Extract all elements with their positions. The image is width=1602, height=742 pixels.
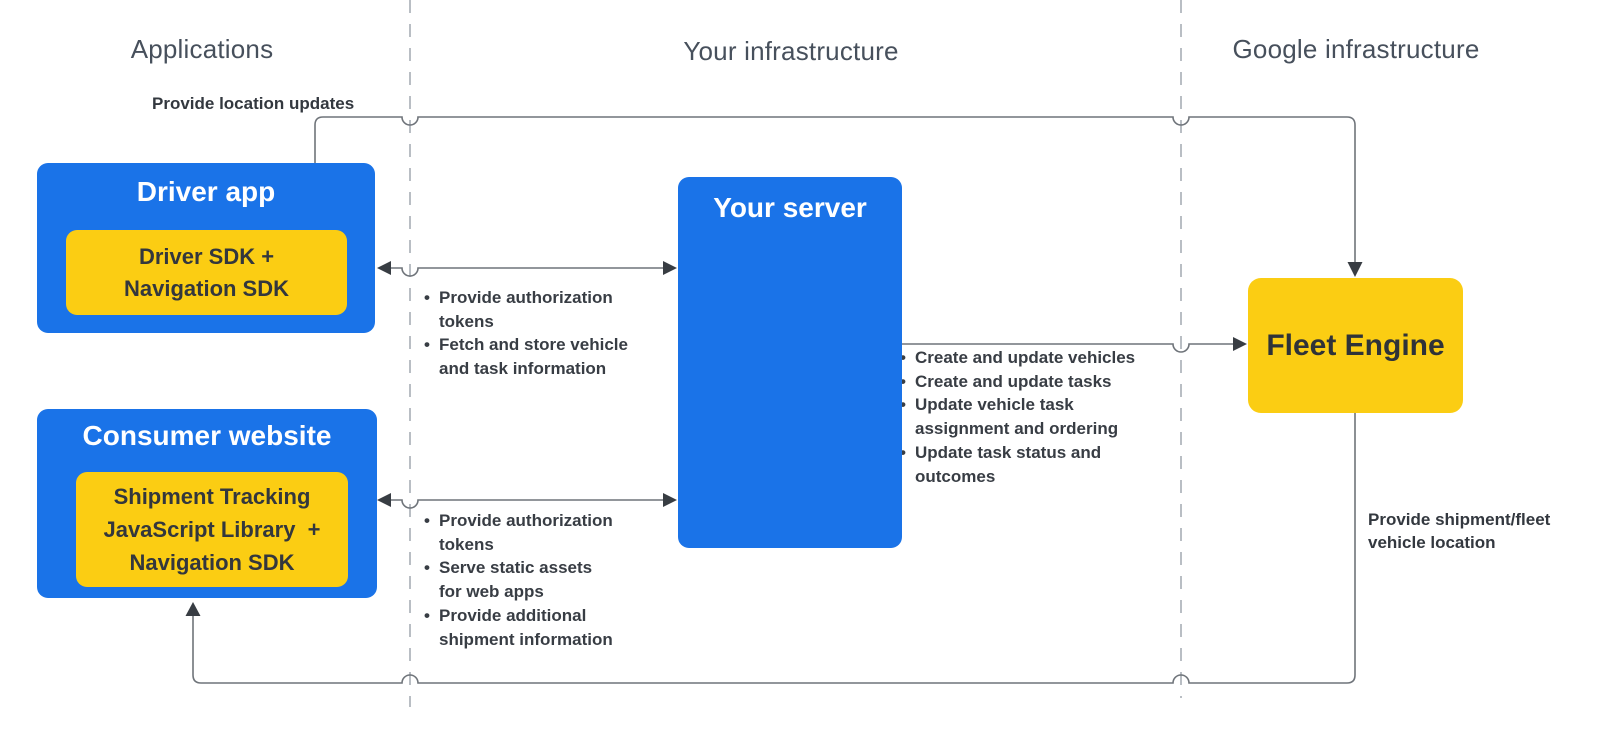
bullet-item: • Serve static assets for web apps	[424, 556, 654, 603]
arrowhead-into-consumer-bottom	[185, 602, 201, 616]
bullet-dot: •	[424, 335, 430, 355]
arrowhead-consumer-left	[377, 493, 391, 507]
bullet-dot: •	[900, 395, 906, 415]
lane-header-google-infrastructure: Google infrastructure	[1232, 34, 1480, 64]
lane-header-your-infrastructure: Your infrastructure	[683, 36, 899, 66]
bullet-item: • Update vehicle task assignment and orde…	[900, 393, 1160, 440]
arrowhead-server-right-top	[663, 261, 677, 275]
bullet-dot: •	[424, 558, 430, 578]
bullet-text: Create and update vehicles	[915, 348, 1136, 367]
edge-location-updates	[314, 116, 1356, 264]
bullet-item: • Provide additional shipment information	[424, 604, 654, 651]
edge-label-location-updates: Provide location updates	[152, 94, 355, 113]
bullet-item: • Provide authorization tokens	[424, 286, 654, 333]
bullet-text: Serve static assets for web apps	[439, 558, 593, 602]
bullet-item: • Update task status and outcomes	[900, 441, 1160, 488]
fleet-engine-title: Fleet Engine	[1266, 328, 1445, 362]
edge-consumer-server	[390, 499, 664, 509]
edge-driver-server	[390, 267, 664, 277]
bullet-text: Create and update tasks	[915, 371, 1112, 391]
bullet-text: Update task status and outcomes	[915, 442, 1102, 486]
bullet-item: • Provide authorization tokens	[424, 509, 654, 556]
bullet-dot: •	[900, 348, 906, 367]
bullet-dot: •	[900, 442, 906, 462]
edge-list-server-fleet: • Create and update vehicles • Create and u…	[900, 346, 1160, 488]
bullet-item: • Create and update tasks	[900, 370, 1160, 394]
node-shipment-tracking-sdk: Shipment Tracking JavaScript Library + N…	[76, 472, 348, 587]
lane-header-applications: Applications	[130, 34, 274, 64]
arrowhead-server-right-bottom	[663, 493, 677, 507]
bullet-text: Provide additional shipment information	[439, 605, 613, 649]
your-server-title: Your server	[713, 192, 867, 223]
bullet-text: Provide authorization tokens	[439, 511, 613, 554]
consumer-website-title: Consumer website	[82, 420, 332, 451]
node-driver-sdk: Driver SDK + Navigation SDK	[66, 230, 347, 315]
node-fleet-engine: Fleet Engine	[1248, 278, 1463, 413]
arrowhead-driver-left	[377, 261, 391, 275]
bullet-dot: •	[424, 288, 430, 307]
edge-label-shipment-location: Provide shipment/fleet vehicle location	[1368, 510, 1551, 552]
edge-list-driver-server: • Provide authorization tokens • Fetch and …	[424, 286, 654, 381]
node-your-server: Your server	[678, 177, 902, 548]
bullet-text: Fetch and store vehicle and task informa…	[439, 335, 628, 379]
arrowhead-into-fleet-top	[1347, 262, 1363, 277]
edge-list-consumer-server: • Provide authorization tokens • Serve stat…	[424, 509, 654, 651]
bullet-text: Provide authorization tokens	[439, 288, 613, 331]
bullet-dot: •	[424, 511, 430, 530]
shipment-tracking-sdk-label: Shipment Tracking JavaScript Library + N…	[103, 484, 321, 575]
edge-fleet-consumer	[192, 413, 1356, 684]
driver-app-title: Driver app	[136, 176, 276, 207]
arrowhead-into-fleet-left	[1233, 337, 1247, 351]
bullet-item: • Fetch and store vehicle and task inform…	[424, 333, 654, 380]
bullet-text: Update vehicle task assignment and order…	[915, 395, 1119, 439]
bullet-dot: •	[900, 371, 906, 391]
bullet-dot: •	[424, 605, 430, 625]
driver-sdk-label: Driver SDK + Navigation SDK	[123, 243, 290, 301]
edge-server-fleet	[902, 343, 1236, 353]
bullet-item: • Create and update vehicles	[900, 346, 1160, 370]
